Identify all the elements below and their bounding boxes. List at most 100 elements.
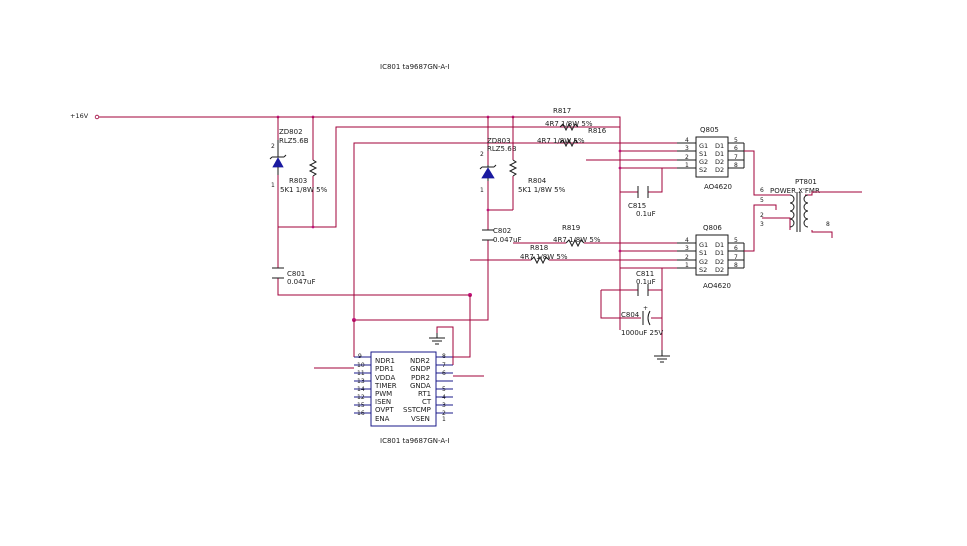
mosfet-q805-body <box>695 136 729 178</box>
zd802-value: RLZ5.6B <box>279 137 309 145</box>
c804-polarity: + <box>643 305 648 312</box>
r817-ref: R817 <box>553 107 571 115</box>
wire-c815 <box>620 168 663 193</box>
ic801-pin-name: CT <box>422 398 432 406</box>
ic801-pin-name: PDR2 <box>411 374 430 382</box>
q805-pin-num: 7 <box>734 154 738 161</box>
junction-r804 <box>486 208 490 212</box>
q805-pin-name: D1 <box>715 150 724 158</box>
q805-pin-num: 4 <box>685 137 689 144</box>
q805-pin-name: D1 <box>715 142 724 150</box>
q806-ref: Q806 <box>703 224 722 232</box>
capacitor-c811 <box>637 284 649 296</box>
q805-pin-name: S1 <box>699 150 707 158</box>
wire-16v-rail <box>99 116 621 255</box>
q806-pin-num: 6 <box>734 245 738 252</box>
r816-value: 4R7 1/8W 5% <box>537 137 585 145</box>
resistor-r803 <box>308 159 318 177</box>
pt801-pin: 8 <box>826 221 830 228</box>
ic801-pin-name: VDDA <box>375 374 395 382</box>
ic801-right-pins: NDR2 8 GNDP 7 PDR2 6 GNDA 5 RT1 4 CT 3 S… <box>403 353 446 423</box>
r816-ref: R816 <box>588 127 607 135</box>
q805-pin-num: 3 <box>685 145 689 152</box>
junction-q805-a <box>618 149 622 153</box>
c801-ref: C801 <box>287 270 305 278</box>
q806-pin-name: S2 <box>699 266 707 274</box>
ic801-pin-num: 10 <box>357 362 365 369</box>
q806-right-pins: D1 5 D1 6 D2 7 D2 8 <box>715 237 745 274</box>
ic801-pin-name: VSEN <box>411 415 430 423</box>
q806-part: AO4620 <box>703 282 731 290</box>
rail-label: +16V <box>70 112 89 120</box>
ic801-right-pin-lines <box>436 295 484 414</box>
ic801-pin-num: 1 <box>442 416 446 423</box>
capacitor-c801 <box>272 267 284 279</box>
ic801-pin-name: PWM <box>375 390 392 398</box>
q805-pin-num: 5 <box>734 137 738 144</box>
q806-left-pins: 4 G1 3 S1 2 G2 1 S2 <box>677 237 708 274</box>
ic801-left-pins: 9 NDR1 10 PDR1 11 VDDA 13 TIMER 14 PWM 1… <box>357 353 397 423</box>
wire-xfmr-primary <box>744 150 791 252</box>
r803-ref: R803 <box>289 177 307 185</box>
ic801-pin-num: 14 <box>357 386 365 393</box>
title-bottom: IC801 ta9687GN-A-I <box>380 437 450 445</box>
capacitor-c815 <box>637 186 649 198</box>
zd802-pin-k: 1 <box>271 182 275 189</box>
ic801-pin-name: ENA <box>375 415 390 423</box>
q806-pin-num: 7 <box>734 254 738 261</box>
ic801-pin-num: 11 <box>357 370 365 377</box>
ic801-pin-num: 7 <box>442 362 446 369</box>
zd803-pin-k: 1 <box>480 187 484 194</box>
q805-left-pins: 4 G1 3 S1 2 G2 1 S2 <box>677 137 708 174</box>
ic801-pin-num: 2 <box>442 410 446 417</box>
ic801-left-pin-lines <box>314 320 371 414</box>
q806-pin-num: 2 <box>685 254 689 261</box>
ic801-pin-name: RT1 <box>418 390 431 398</box>
capacitor-c804 <box>642 310 651 326</box>
ic801-pin-name: GNDP <box>410 365 430 373</box>
zd802-pin-a: 2 <box>271 143 275 150</box>
pt801-pin: 3 <box>760 221 764 228</box>
rail-port-symbol <box>94 114 100 120</box>
q805-pin-name: G1 <box>699 142 708 150</box>
ic801-pin-name: PDR1 <box>375 365 394 373</box>
zener-diode-zd802 <box>269 140 287 175</box>
q805-pin-name: G2 <box>699 158 708 166</box>
q806-pin-name: D1 <box>715 249 724 257</box>
q805-pin-num: 8 <box>734 162 738 169</box>
ic801-pin-name: NDR1 <box>375 357 395 365</box>
wire-zd802 <box>277 117 470 296</box>
zd803-pin-a: 2 <box>480 151 484 158</box>
ic801-pin-name: OVPT <box>375 406 394 414</box>
q805-pin-num: 2 <box>685 154 689 161</box>
c815-ref: C815 <box>628 202 646 210</box>
resistor-r819 <box>565 238 585 248</box>
q806-pin-num: 1 <box>685 262 689 269</box>
ic801-pin-num: 9 <box>358 353 362 360</box>
q806-pin-num: 8 <box>734 262 738 269</box>
c801-value: 0.047uF <box>287 278 316 286</box>
resistor-r817 <box>559 122 579 132</box>
q806-pin-name: G2 <box>699 258 708 266</box>
c811-value: 0.1uF <box>636 278 656 286</box>
ic801-pin-num: 3 <box>442 402 446 409</box>
ic801-pin-num: 13 <box>357 378 365 385</box>
ic801-pin-num: 15 <box>357 402 365 409</box>
junction-q806-a <box>618 249 622 253</box>
q806-pin-num: 3 <box>685 245 689 252</box>
r804-value: 5K1 1/8W 5% <box>518 186 566 194</box>
zener-diode-zd803 <box>479 164 497 181</box>
pt801-pin: 5 <box>760 197 764 204</box>
ic801-pin-name: TIMER <box>374 382 397 390</box>
ic801-pin-num: 4 <box>442 394 446 401</box>
r804-ref: R804 <box>528 177 547 185</box>
q805-right-pins: D1 5 D1 6 D2 7 D2 8 <box>715 137 745 174</box>
capacitor-c802 <box>482 229 494 241</box>
junction-q805-b <box>618 166 622 170</box>
transformer-pt801 <box>789 192 809 232</box>
r818-ref: R818 <box>530 244 548 252</box>
q806-pin-name: S1 <box>699 249 707 257</box>
q806-pin-num: 4 <box>685 237 689 244</box>
wire-r803 <box>278 117 620 228</box>
